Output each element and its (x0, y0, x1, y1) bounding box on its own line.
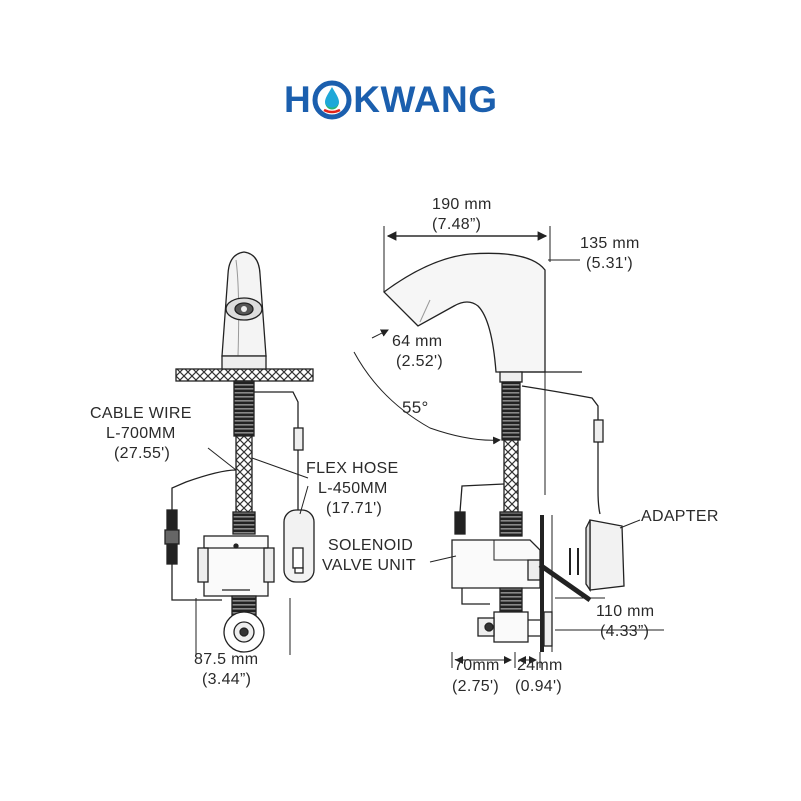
dim-70-mm-label: 70mm (454, 657, 500, 674)
front-threaded-shank (233, 380, 255, 437)
flex-hose-label: FLEX HOSE (306, 460, 399, 477)
width-mm-label: 190 mm (432, 196, 492, 213)
dim-110-mm-label: 110 mm (596, 603, 655, 620)
side-threaded-shank (501, 381, 521, 441)
side-flex-hose (503, 439, 519, 513)
dim-875-mm-label: 87.5 mm (194, 651, 259, 668)
side-solenoid-valve (451, 539, 541, 589)
cable-inch-label: (27.55') (114, 445, 171, 462)
hokwang-logo: H KWANG (284, 78, 498, 122)
dim-875-in-label: (3.44”) (202, 671, 252, 688)
reach-mm-label: 64 mm (392, 333, 443, 350)
front-sensor-box (283, 509, 315, 583)
cable-length-label: L-700MM (106, 425, 176, 442)
leader-lines (207, 447, 457, 563)
front-counter-top (175, 368, 314, 382)
adapter-box (589, 519, 625, 591)
dim-70-in-label: (2.75') (452, 678, 499, 695)
cable-wire-label: CABLE WIRE (90, 405, 192, 422)
flex-hose-length-label: L-450MM (318, 480, 388, 497)
water-drop-logo-icon (312, 80, 352, 120)
angle-label: 55° (402, 398, 429, 417)
side-cable-wire (521, 385, 599, 420)
front-solenoid-valve (197, 535, 275, 597)
height-in-label: (5.31') (586, 255, 633, 272)
front-cable-wire (254, 391, 299, 430)
side-view (353, 226, 664, 668)
solenoid-label-line1: SOLENOID (328, 537, 414, 554)
side-inlet-valve (493, 611, 529, 643)
adapter-label: ADAPTER (641, 508, 719, 525)
logo-text-left: H (284, 79, 312, 120)
logo-text-right: KWANG (353, 79, 498, 120)
solenoid-label-line2: VALVE UNIT (322, 557, 416, 574)
reach-in-label: (2.52') (396, 353, 443, 370)
dim-110-in-label: (4.33”) (600, 623, 650, 640)
side-spout-body (383, 252, 546, 373)
dim-24-in-label: (0.94') (515, 678, 562, 695)
front-flex-hose (235, 435, 253, 515)
front-view (164, 251, 315, 655)
width-in-label: (7.48”) (432, 216, 482, 233)
dim-24-mm-label: 24mm (517, 657, 563, 674)
flex-hose-inch-label: (17.71') (326, 500, 383, 517)
height-mm-label: 135 mm (580, 235, 640, 252)
front-spout-body (221, 251, 267, 357)
